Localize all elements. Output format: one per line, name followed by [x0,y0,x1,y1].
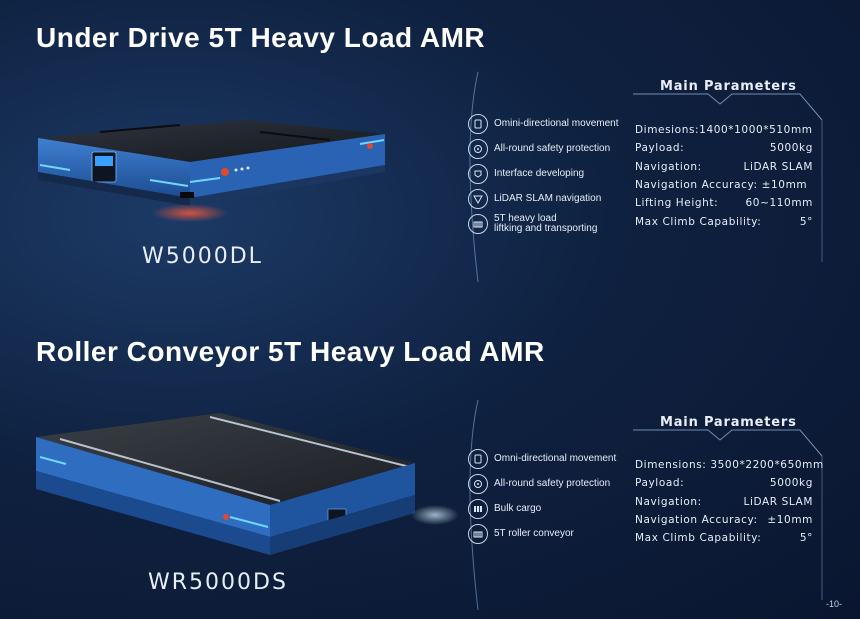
param-value: 60~110mm [745,197,813,210]
lidar-icon [468,188,488,209]
feature-list: Omni-directional movement All-round safe… [468,446,616,546]
page-number: -10- [825,599,842,609]
param-label: Lifting Height: [635,197,719,210]
omnidirectional-icon [468,448,488,469]
feature-frame [469,71,823,283]
param-row: Payload: 5000kg [635,139,813,157]
param-label: Payload: [635,477,685,490]
feature-item: 5T roller conveyor [468,521,616,546]
param-row: Max Climb Capability: 5° [635,212,813,230]
params-title: Main Parameters [660,415,797,430]
param-row: Max Climb Capability: 5° [635,529,813,547]
param-value: 5° [799,215,813,228]
feature-item: Interface developing [468,161,619,186]
roller-icon [468,523,488,544]
feature-label: Bulk cargo [494,502,542,514]
param-value: 5000kg [769,142,813,155]
param-label: Dimesions:1400*1000*510mm [635,124,813,137]
param-row: Navigation Accuracy: ±10mm [635,511,813,529]
load-icon [468,213,488,234]
feature-item: All-round safety protection [468,471,616,496]
feature-label: Interface developing [494,167,585,179]
param-label: Dimensions: 3500*2200*650mm [635,459,824,472]
product-title: Roller Conveyor 5T Heavy Load AMR [36,336,545,367]
param-row: Lifting Height: 60~110mm [635,194,813,212]
feature-label: Omni-directional movement [494,452,617,464]
feature-item: Bulk cargo [468,496,616,521]
param-row: Navigation: LiDAR SLAM [635,158,813,176]
params-list: Dimensions: 3500*2200*650mm Payload: 5000… [635,456,823,547]
safety-icon [468,473,488,494]
feature-label-line1: 5T heavy load [494,212,557,224]
param-label: Navigation Accuracy: [635,514,758,527]
safety-icon [468,138,488,159]
omnidirectional-icon [468,113,488,134]
param-row: Dimesions:1400*1000*510mm [635,121,813,139]
param-label: Payload: [635,142,685,155]
product-section-w5000dl: Under Drive 5T Heavy Load AMR [0,0,860,300]
param-row: Navigation Accuracy: ±10mm [635,176,813,194]
param-value: LiDAR SLAM [743,495,813,508]
feature-list: Omini-directional movement All-round saf… [468,111,619,236]
param-value: 5° [799,532,813,545]
feature-item: LiDAR SLAM navigation [468,186,619,211]
feature-label: 5T roller conveyor [494,527,574,539]
feature-item: Omini-directional movement [468,111,619,136]
param-label: Navigation Accuracy: ±10mm [635,179,808,192]
param-label: Max Climb Capability: [635,532,762,545]
params-list: Dimesions:1400*1000*510mm Payload: 5000kg… [635,121,813,231]
param-row: Navigation: LiDAR SLAM [635,493,813,511]
param-value: LiDAR SLAM [743,160,813,173]
product-section-wr5000ds: Roller Conveyor 5T Heavy Load AMR WR5000… [0,330,860,619]
param-label: Max Climb Capability: [635,215,762,228]
feature-label-line2: liftking and transporting [494,222,598,234]
feature-label: Omini-directional movement [494,117,619,129]
interface-icon [468,163,488,184]
model-number: W5000DL [142,244,263,269]
param-value: 5000kg [769,477,813,490]
amr-robot-image [36,413,459,555]
param-row: Dimensions: 3500*2200*650mm [635,456,823,474]
param-label: Navigation: [635,160,702,173]
feature-item: All-round safety protection [468,136,619,161]
param-value: ±10mm [767,514,813,527]
param-label: Navigation: [635,495,702,508]
params-title: Main Parameters [660,79,797,94]
param-row: Payload: 5000kg [635,474,813,492]
feature-label: LiDAR SLAM navigation [494,192,602,204]
product-title: Under Drive 5T Heavy Load AMR [36,22,486,53]
feature-label: All-round safety protection [494,142,611,154]
feature-item: Omni-directional movement [468,446,616,471]
amr-robot-image [38,120,385,222]
feature-label: All-round safety protection [494,477,611,489]
model-number: WR5000DS [148,570,288,595]
cargo-icon [468,498,488,519]
